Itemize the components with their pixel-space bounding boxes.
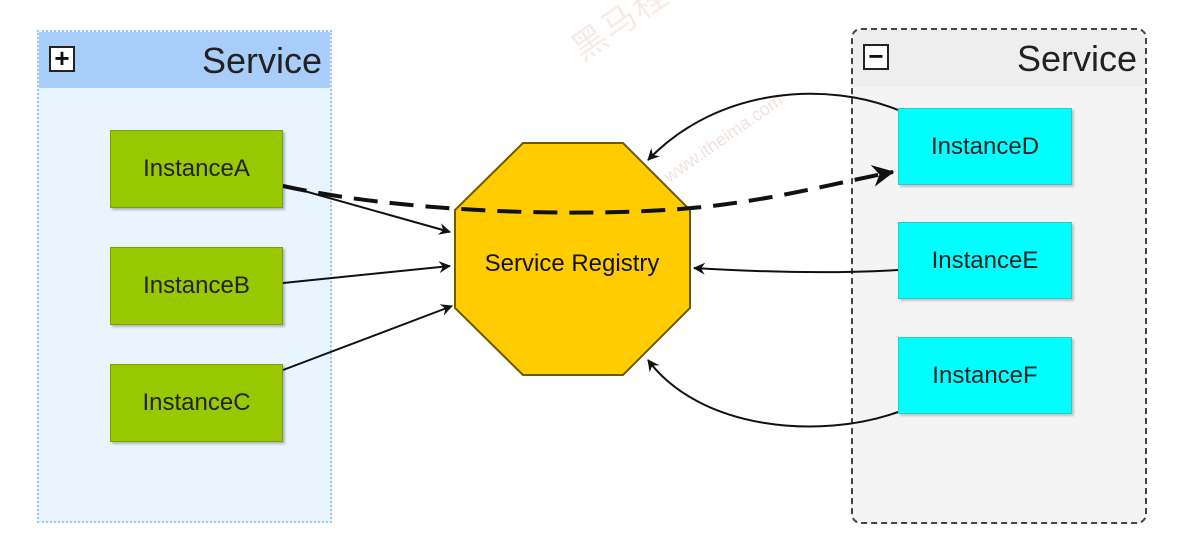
- service-group-left-title: Service: [201, 40, 322, 81]
- instance-b-node[interactable]: InstanceB: [110, 247, 283, 325]
- instance-d-node[interactable]: InstanceD: [898, 108, 1072, 185]
- edge-f-to-registry: [647, 359, 899, 428]
- edge-a-to-registry: [282, 184, 451, 235]
- service-registry-octagon[interactable]: [454, 142, 691, 376]
- edge-a-to-d-dashed: [282, 165, 895, 215]
- edge-c-to-registry: [282, 304, 453, 371]
- instance-f-node[interactable]: InstanceF: [898, 337, 1072, 414]
- instance-c-node[interactable]: InstanceC: [110, 364, 283, 442]
- expand-icon[interactable]: +: [49, 45, 75, 72]
- service-group-right-title: Service: [1016, 38, 1137, 79]
- service-group-left-header[interactable]: + Service: [39, 32, 330, 88]
- collapse-icon[interactable]: −: [863, 43, 889, 70]
- edge-b-to-registry: [282, 261, 451, 284]
- edge-e-to-registry: [693, 262, 899, 275]
- service-registry-label: Service Registry: [484, 250, 660, 277]
- instance-e-node[interactable]: InstanceE: [898, 222, 1072, 299]
- instance-a-node[interactable]: InstanceA: [110, 130, 283, 208]
- service-group-right-header[interactable]: − Service: [853, 30, 1145, 87]
- edge-d-to-registry: [647, 92, 899, 161]
